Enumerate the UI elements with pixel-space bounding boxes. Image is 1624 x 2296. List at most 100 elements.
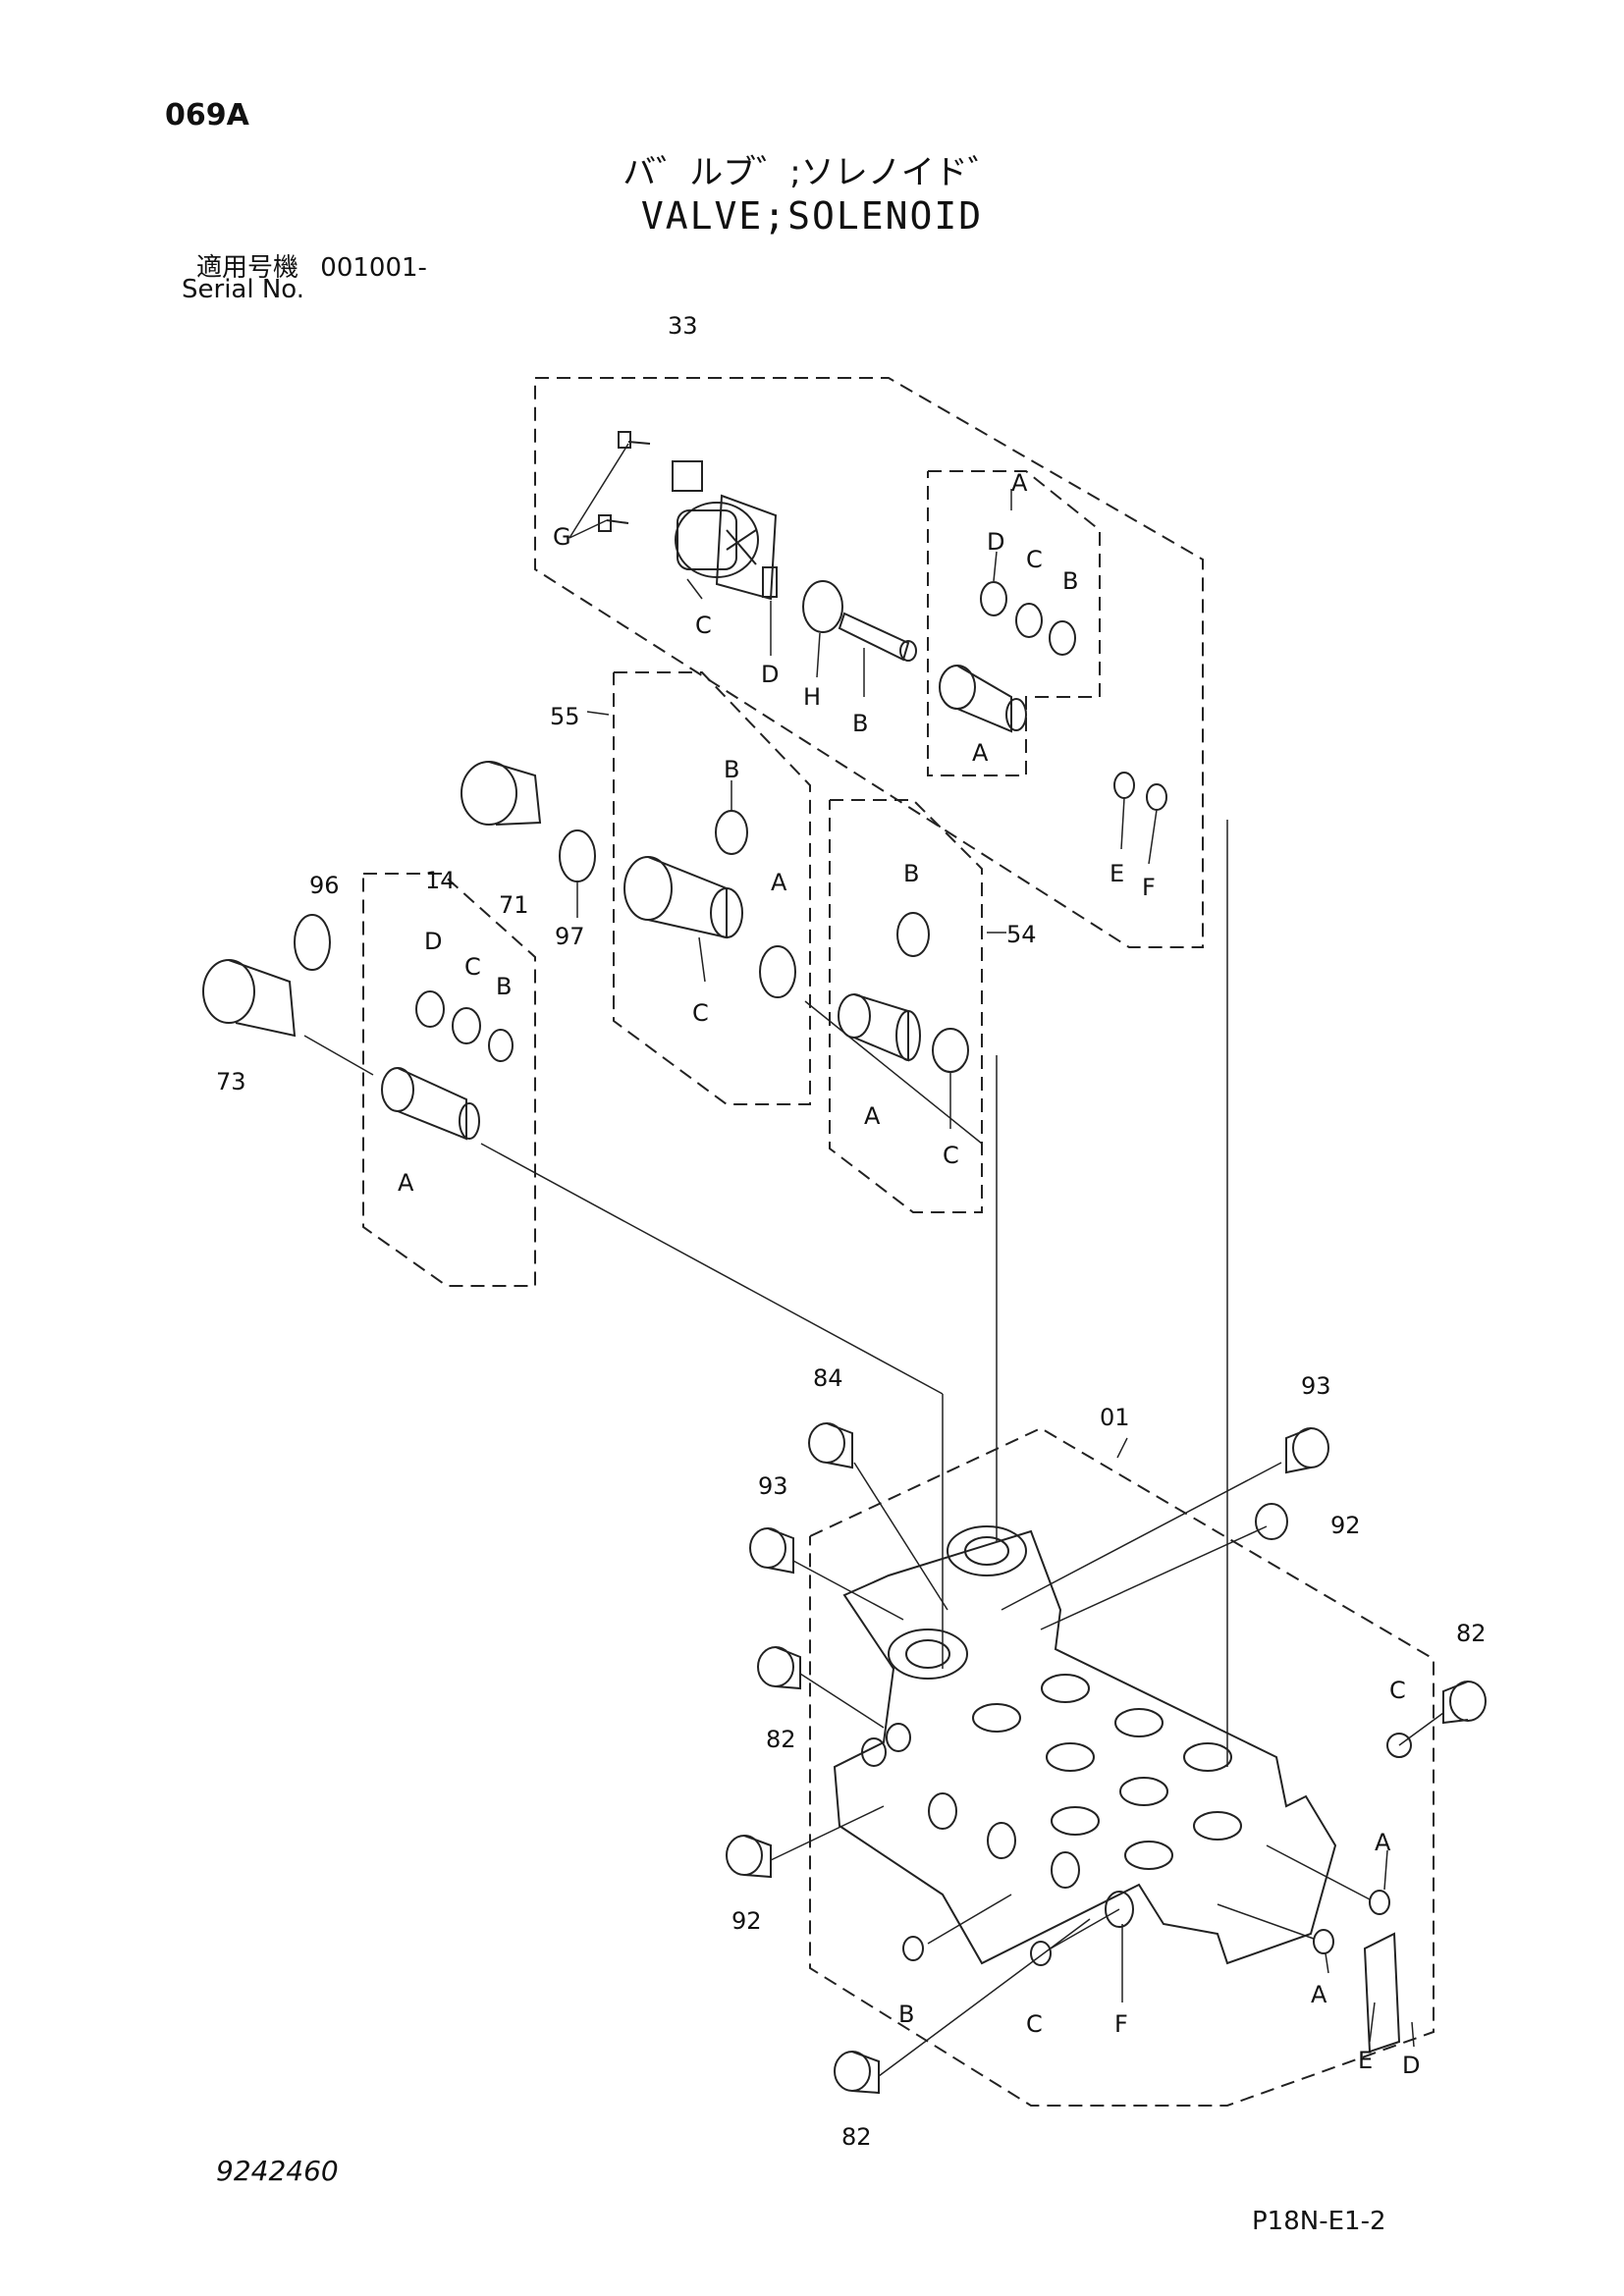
solenoid-actuator	[598, 431, 778, 601]
ring-f	[1146, 783, 1167, 811]
label-d-body: D	[1402, 2052, 1420, 2079]
page-reference: P18N-E1-2	[1252, 2207, 1386, 2236]
valve-body	[833, 1525, 1337, 1965]
serial-value: 001001-	[320, 253, 427, 283]
group-a-box	[927, 470, 1101, 776]
label-c-54: C	[943, 1142, 959, 1169]
callout-82-bottom: 82	[841, 2123, 872, 2151]
plug-92-bottom	[726, 1835, 772, 1879]
label-b-33: B	[852, 710, 868, 737]
label-c-14: C	[464, 953, 481, 981]
ring-e	[1113, 772, 1135, 799]
ring-c-54	[932, 1028, 969, 1073]
group-14-box	[362, 873, 536, 1287]
label-b-top: B	[1062, 567, 1078, 595]
cartridge-a-top	[939, 665, 1027, 733]
plug-92-right	[1255, 1503, 1288, 1540]
o-ring-d-14	[415, 990, 445, 1028]
plug-84	[808, 1422, 853, 1469]
label-h-33: H	[803, 683, 821, 711]
spring	[762, 566, 778, 598]
label-a-14: A	[398, 1169, 414, 1197]
callout-82-left: 82	[766, 1726, 796, 1753]
serial-label-english: Serial No.	[182, 275, 304, 304]
label-b-body: B	[898, 2001, 914, 2028]
label-c-top: C	[1026, 546, 1043, 573]
callout-01: 01	[1100, 1404, 1130, 1431]
o-ring-b-top	[1049, 620, 1076, 656]
label-d-top: D	[987, 528, 1004, 556]
screen-a-55	[759, 945, 796, 998]
o-ring-b-14	[488, 1029, 514, 1062]
group-01-box	[809, 1426, 1435, 2107]
label-a-top: A	[1011, 469, 1028, 497]
label-c-body-bottom: C	[1026, 2010, 1043, 2038]
label-g-33: G	[553, 523, 571, 551]
screw-c-body	[1030, 1941, 1052, 1966]
o-ring-c-14	[452, 1007, 481, 1044]
callout-14: 14	[425, 867, 456, 894]
callout-84: 84	[813, 1364, 843, 1392]
plug-93-left	[749, 1527, 794, 1575]
callout-93-right: 93	[1301, 1372, 1331, 1400]
group-54-box	[829, 799, 983, 1213]
plug-82-right	[1442, 1681, 1487, 1725]
screw-b-body	[902, 1936, 924, 1961]
spool	[838, 612, 917, 662]
plate-e	[1363, 1932, 1401, 2054]
plug-71	[460, 761, 542, 826]
label-a-54: A	[864, 1102, 881, 1130]
label-e-33: E	[1110, 860, 1124, 887]
group-55-box	[613, 671, 811, 1105]
callout-96: 96	[309, 872, 340, 899]
o-ring-d-top	[980, 581, 1007, 616]
o-ring-96	[294, 914, 331, 971]
callout-92-right: 92	[1330, 1512, 1361, 1539]
sleeve-a-54	[838, 993, 921, 1062]
callout-55: 55	[550, 703, 580, 730]
title-english: VALVE;SOLENOID	[640, 194, 984, 238]
label-d-14: D	[424, 928, 442, 955]
o-ring-b-54	[896, 912, 930, 957]
plug-93-top-right	[1285, 1427, 1329, 1474]
callout-93-left: 93	[758, 1472, 788, 1500]
group-33-box	[534, 377, 1204, 948]
label-f-33: F	[1142, 874, 1156, 901]
callout-82-right: 82	[1456, 1620, 1487, 1647]
title-japanese: バ゛ルブ゛;ソレノイド゛	[623, 153, 1001, 192]
serial-label-japanese: 適用号機	[196, 253, 299, 283]
label-e-body: E	[1358, 2047, 1373, 2074]
callout-97: 97	[555, 923, 585, 950]
callout-54: 54	[1006, 921, 1037, 948]
plug-82-left	[757, 1646, 801, 1690]
label-b-54: B	[903, 860, 919, 887]
label-c-body-right: C	[1389, 1677, 1406, 1704]
plug-82-bottom	[834, 2051, 880, 2095]
label-f-body: F	[1114, 2010, 1128, 2038]
o-ring-c-top	[1015, 603, 1043, 638]
plug-73	[202, 959, 297, 1038]
cartridge-a-14	[381, 1067, 480, 1141]
label-a-55: A	[771, 869, 787, 896]
plug-c-right	[1386, 1733, 1412, 1758]
label-d-33: D	[761, 661, 779, 688]
label-b-55: B	[724, 756, 739, 783]
serial-line-japanese: 適用号機 001001-	[196, 247, 427, 284]
label-c-55: C	[692, 999, 709, 1027]
screw-a-upper	[1369, 1890, 1390, 1915]
o-ring-97	[559, 829, 596, 882]
callout-73: 73	[216, 1068, 246, 1095]
sleeve-c-55	[623, 856, 743, 939]
screw-a-lower	[1313, 1929, 1334, 1954]
label-a-body-lower: A	[1311, 1981, 1327, 2008]
callout-92-bottom: 92	[731, 1907, 762, 1935]
page-code: 069A	[165, 98, 249, 133]
o-ring-h	[802, 580, 843, 633]
label-a-body-upper: A	[1375, 1829, 1391, 1856]
drawing-number: 9242460	[216, 2155, 339, 2187]
label-c-33: C	[695, 612, 712, 639]
label-a-bottom: A	[972, 739, 989, 767]
callout-33: 33	[668, 312, 698, 340]
callout-71: 71	[499, 891, 529, 919]
